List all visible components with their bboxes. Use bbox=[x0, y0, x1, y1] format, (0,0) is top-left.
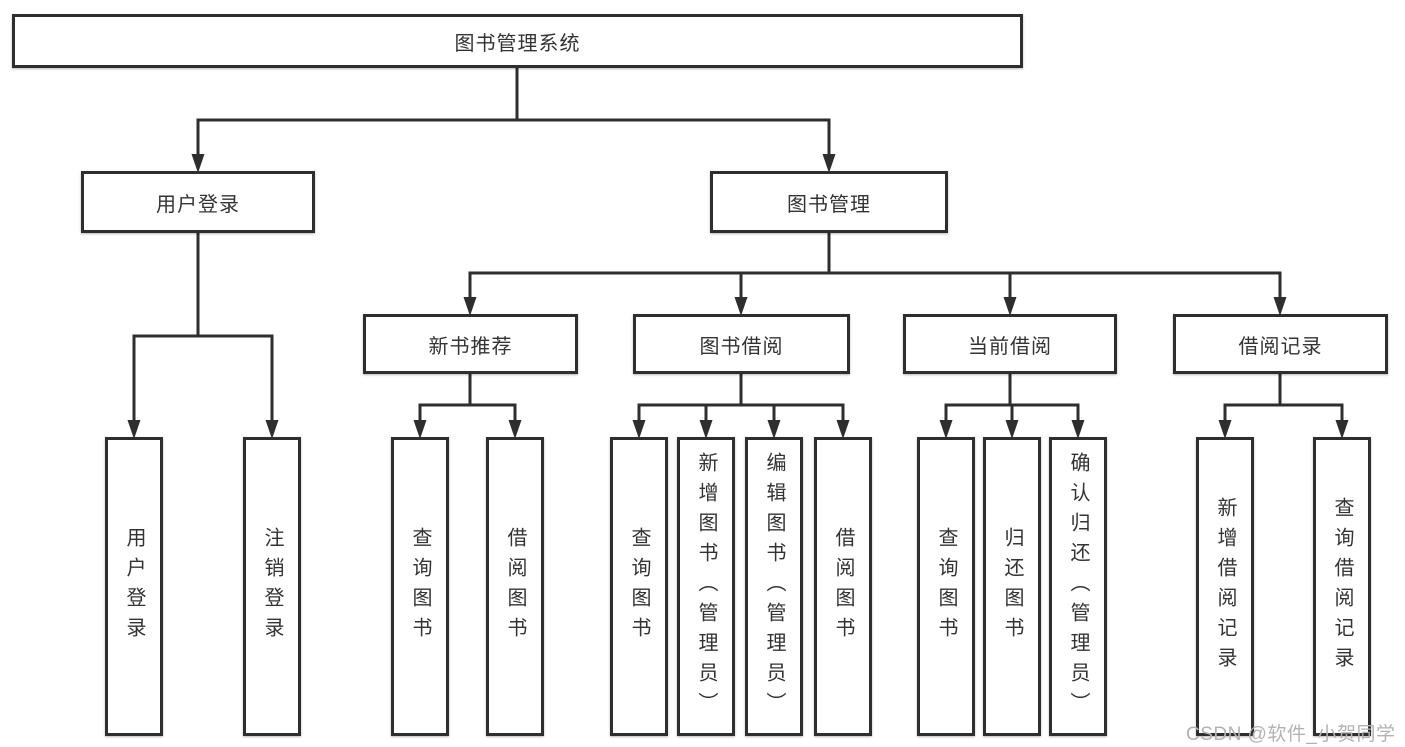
node-book-borrowing: 图书借阅 bbox=[633, 314, 850, 374]
node-leaf-logout: 注销登录 bbox=[243, 437, 301, 736]
connector-borrowing-records-children bbox=[1218, 372, 1349, 439]
node-current-borrowing-label: 当前借阅 bbox=[968, 335, 1052, 358]
node-leaf-confirm-return-admin-label: 确认归还（管理员） bbox=[1067, 451, 1089, 722]
node-new-book-recommend: 新书推荐 bbox=[363, 314, 578, 374]
node-leaf-query-books-current-label: 查询图书 bbox=[935, 526, 957, 647]
node-leaf-return-books: 归还图书 bbox=[983, 437, 1041, 736]
node-borrowing-records-label: 借阅记录 bbox=[1238, 335, 1323, 358]
node-root-label: 图书管理系统 bbox=[454, 32, 581, 55]
node-book-management-label: 图书管理 bbox=[787, 193, 871, 216]
node-new-book-recommend-label: 新书推荐 bbox=[428, 335, 513, 358]
csdn-watermark: CSDN @软件_小贺同学 bbox=[1186, 724, 1396, 745]
node-leaf-user-login: 用户登录 bbox=[105, 437, 163, 736]
connector-current-borrowing-children bbox=[939, 372, 1085, 439]
node-book-borrowing-label: 图书借阅 bbox=[699, 335, 784, 358]
node-leaf-query-books-current: 查询图书 bbox=[917, 437, 975, 736]
node-user-login-label: 用户登录 bbox=[156, 193, 240, 216]
node-leaf-query-books-recommend: 查询图书 bbox=[391, 437, 449, 736]
node-leaf-user-login-label: 用户登录 bbox=[123, 526, 145, 647]
node-leaf-confirm-return-admin: 确认归还（管理员） bbox=[1049, 437, 1107, 736]
node-book-management: 图书管理 bbox=[710, 171, 948, 233]
node-leaf-add-books-admin: 新增图书（管理员） bbox=[677, 437, 735, 736]
connector-root-to-level2 bbox=[191, 66, 836, 173]
connector-user-login-children bbox=[127, 231, 279, 439]
node-leaf-add-borrow-record: 新增借阅记录 bbox=[1196, 437, 1254, 736]
connector-book-borrowing-children bbox=[632, 372, 850, 439]
node-leaf-add-borrow-record-label: 新增借阅记录 bbox=[1214, 496, 1236, 677]
node-leaf-query-books-borrowing-label: 查询图书 bbox=[628, 526, 650, 647]
node-borrowing-records: 借阅记录 bbox=[1173, 314, 1388, 374]
node-leaf-query-books-borrowing: 查询图书 bbox=[610, 437, 668, 736]
node-leaf-borrow-books-recommend-label: 借阅图书 bbox=[504, 526, 526, 647]
node-leaf-query-borrow-record-label: 查询借阅记录 bbox=[1331, 496, 1353, 677]
node-user-login: 用户登录 bbox=[81, 171, 315, 233]
node-leaf-add-books-admin-label: 新增图书（管理员） bbox=[695, 451, 717, 722]
connector-new-book-recommend-children bbox=[413, 372, 522, 439]
node-current-borrowing: 当前借阅 bbox=[903, 314, 1117, 374]
node-leaf-edit-books-admin: 编辑图书（管理员） bbox=[745, 437, 803, 736]
node-leaf-query-borrow-record: 查询借阅记录 bbox=[1313, 437, 1371, 736]
node-leaf-query-books-recommend-label: 查询图书 bbox=[409, 526, 431, 647]
node-leaf-borrow-books-recommend: 借阅图书 bbox=[486, 437, 544, 736]
node-leaf-return-books-label: 归还图书 bbox=[1001, 526, 1023, 647]
node-leaf-borrow-books-label: 借阅图书 bbox=[832, 526, 854, 647]
node-leaf-borrow-books: 借阅图书 bbox=[814, 437, 872, 736]
connector-book-management-children bbox=[463, 231, 1287, 316]
node-root: 图书管理系统 bbox=[12, 14, 1023, 68]
node-leaf-edit-books-admin-label: 编辑图书（管理员） bbox=[763, 451, 785, 722]
node-leaf-logout-label: 注销登录 bbox=[261, 526, 283, 647]
